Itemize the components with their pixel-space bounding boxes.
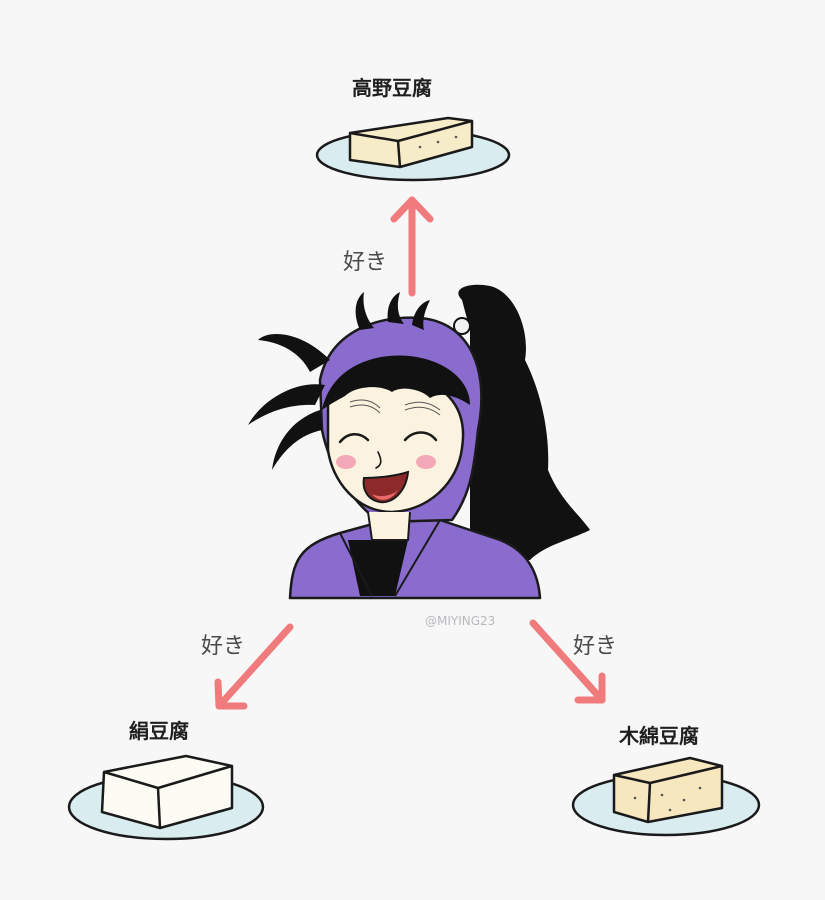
kinu-tofu-icon [67,754,265,841]
arrow-to-bottom-right [529,619,606,704]
arrow-to-bottom-left [214,623,294,710]
like-label-bottom-left: 好き [201,634,246,659]
koya-tofu-icon [315,116,511,182]
kinu-tofu-label: 絹豆腐 [129,719,189,743]
koya-tofu-label: 高野豆腐 [352,76,432,100]
like-label-bottom-right: 好き [573,634,618,659]
like-label-top: 好き [343,250,388,275]
watermark: @MIYING23 [425,614,496,628]
arrow-to-top [390,196,434,297]
momen-tofu-label: 木綿豆腐 [619,724,699,748]
smiling-girl-icon [248,284,590,600]
momen-tofu-icon [571,756,761,837]
